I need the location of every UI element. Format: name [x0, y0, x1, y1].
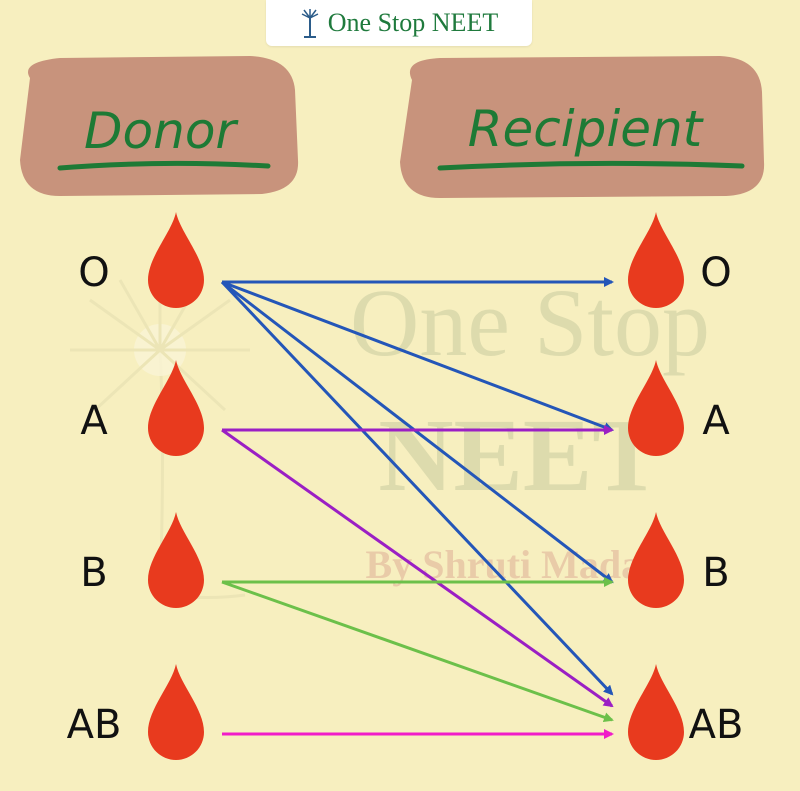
donor-drop-a	[148, 360, 204, 456]
donor-label-b: B	[80, 550, 107, 596]
recipient-drop-o	[628, 212, 684, 308]
recipient-label-a: A	[702, 398, 730, 444]
brand-name: One Stop NEET	[327, 8, 499, 37]
donor-heading-background	[20, 56, 299, 196]
brand-banner: One Stop NEET	[266, 0, 532, 46]
recipient-drop-ab	[628, 664, 684, 760]
donor-drop-o	[148, 212, 204, 308]
donor-label-a: A	[80, 398, 108, 444]
recipient-drop-a	[628, 360, 684, 456]
recipient-label-o: O	[700, 250, 731, 296]
recipient-drop-b	[628, 512, 684, 608]
arrow-o-to-ab	[220, 280, 614, 696]
watermark-line3: By Shruti Madam	[366, 542, 675, 587]
recipient-label-ab: AB	[689, 702, 744, 748]
palm-tree-icon	[301, 9, 319, 38]
donor-heading: Donor	[84, 102, 239, 160]
arrow-b-to-ab	[221, 580, 614, 723]
recipient-label-b: B	[702, 550, 729, 596]
watermark-line2: NEET	[378, 398, 661, 513]
arrow-o-to-b	[221, 280, 614, 584]
donor-label-ab: AB	[67, 702, 122, 748]
donor-drop-ab	[148, 664, 204, 760]
arrow-o-to-a	[221, 280, 614, 432]
donor-underline	[57, 160, 271, 171]
recipient-heading: Recipient	[468, 100, 705, 158]
donation-arrows	[220, 277, 614, 739]
donor-label-o: O	[78, 250, 109, 296]
recipient-underline	[437, 160, 745, 171]
donor-drop-b	[148, 512, 204, 608]
arrow-a-to-ab	[221, 428, 614, 708]
